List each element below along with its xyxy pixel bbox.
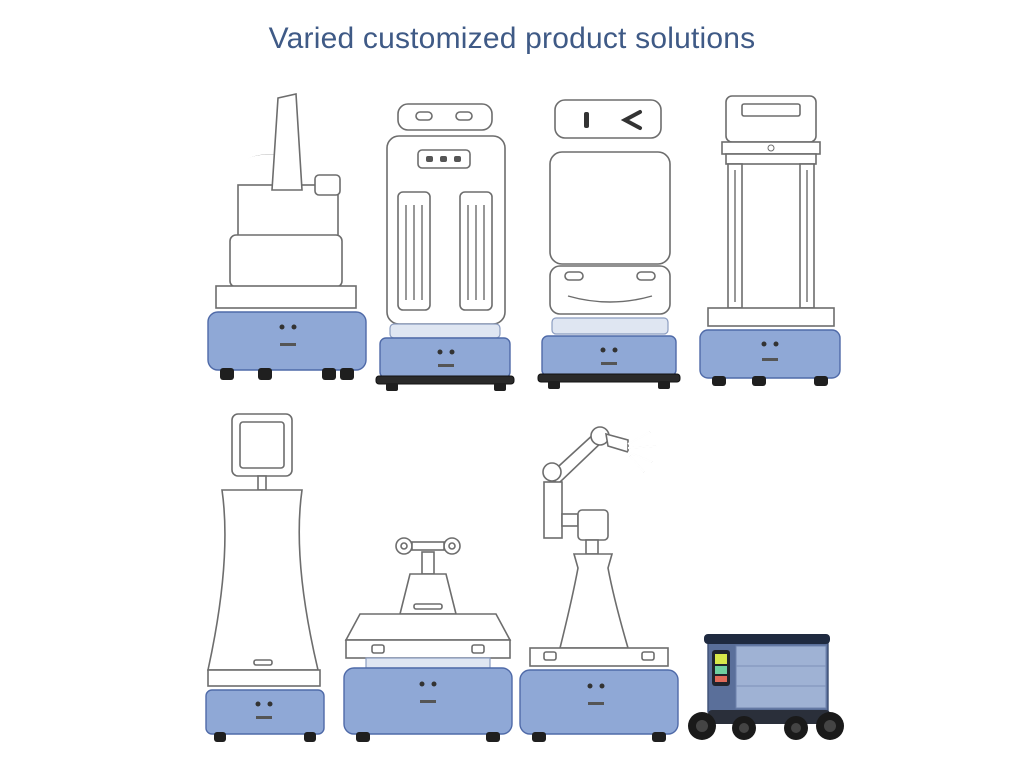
robot-reception-panel — [375, 103, 515, 391]
page-title: Varied customized product solutions — [268, 22, 756, 55]
robot-delivery-cart — [688, 634, 844, 740]
robot-disinfection-sprayer — [207, 93, 367, 380]
robot-camera-inspection — [343, 537, 513, 742]
robot-uv-lamp-column — [699, 95, 841, 386]
robot-face-display — [537, 99, 681, 389]
robot-arm-manipulator — [519, 426, 679, 742]
robot-tablet-kiosk — [205, 413, 325, 742]
